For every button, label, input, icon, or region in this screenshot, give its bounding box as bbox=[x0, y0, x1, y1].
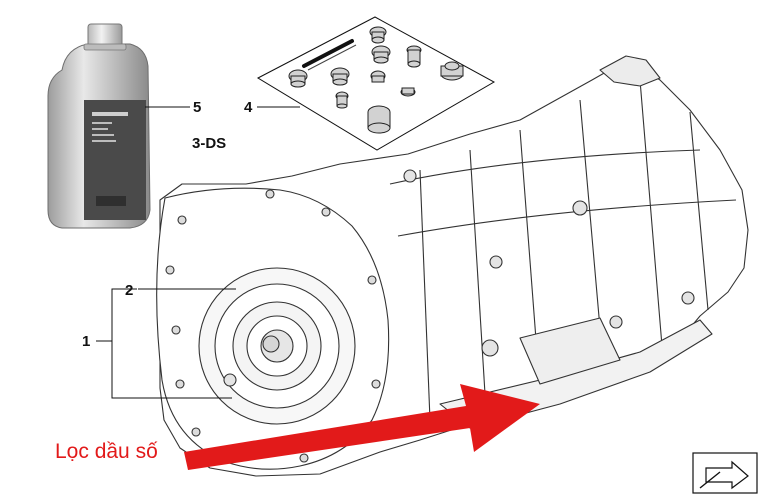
transmission-icon bbox=[156, 55, 749, 477]
bolt-kit-icon bbox=[256, 16, 496, 151]
callout-2: 2 bbox=[125, 282, 133, 299]
callout-5: 5 bbox=[193, 99, 201, 116]
callout-1: 1 bbox=[82, 333, 90, 350]
oil-filter-annotation: Lọc dầu số bbox=[55, 440, 158, 463]
red-arrow-icon bbox=[184, 384, 540, 470]
callout-variant: 3-DS bbox=[192, 135, 226, 152]
callout-lines bbox=[96, 106, 300, 399]
callout-4: 4 bbox=[244, 99, 253, 116]
next-page-icon[interactable] bbox=[692, 452, 758, 494]
oil-bottle-icon bbox=[47, 23, 151, 229]
